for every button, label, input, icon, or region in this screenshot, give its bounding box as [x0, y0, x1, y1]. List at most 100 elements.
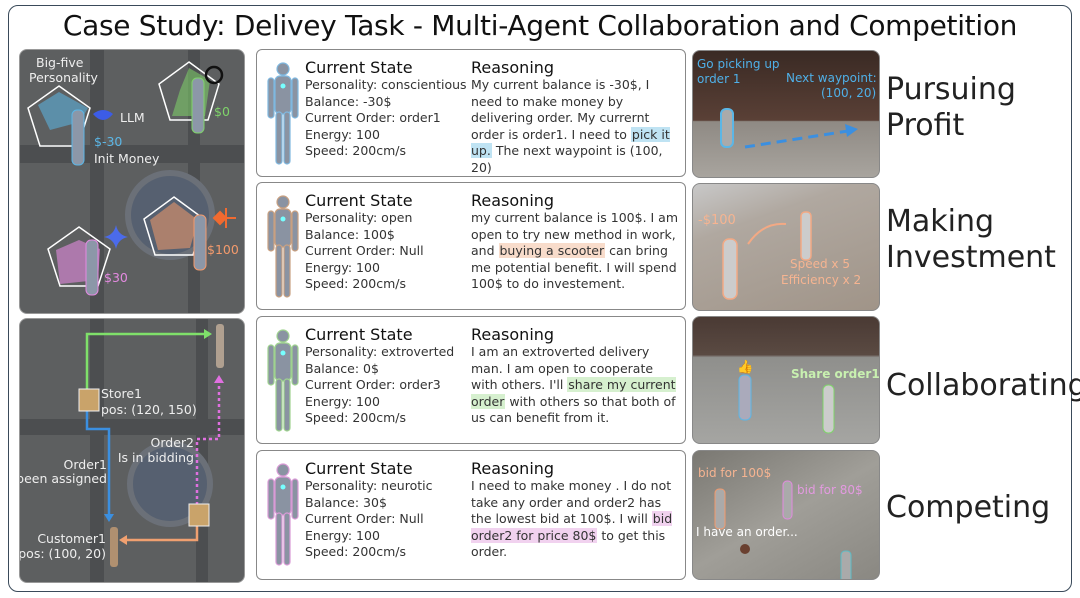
state-field: Speed: 200cm/s [305, 544, 407, 559]
scene-text: Speed x 5 [790, 257, 850, 271]
reasoning-highlight: buying a scooter [498, 243, 606, 258]
investment-figures [722, 211, 812, 300]
state-field: Energy: 100 [305, 527, 380, 543]
scene-text: Share order1? [791, 367, 880, 381]
init-money-label: Init Money [94, 151, 160, 166]
label-competing: Competing [886, 490, 1050, 526]
state-title: Current State [305, 58, 413, 77]
store-label: Store1 [101, 386, 142, 401]
order2-label: Order2 [151, 435, 194, 450]
scene-text: bid for 100$ [698, 466, 772, 480]
state-field: Speed: 200cm/s [305, 410, 407, 425]
gemini-logo-icon [104, 225, 128, 249]
route-map: Store1 pos: (120, 150) Order1 been assig… [20, 319, 244, 582]
route-order1 [85, 411, 111, 515]
state-field: Speed: 200cm/s [305, 276, 407, 291]
label-line: Profit [886, 108, 965, 143]
route-orange [126, 524, 199, 542]
deepseek-logo-icon [93, 110, 113, 120]
robot-agents [71, 77, 207, 296]
robot-agent-icon [267, 329, 299, 432]
openai-logo-icon [204, 65, 224, 85]
robot-agent-icon [267, 463, 299, 566]
state-field: Personality: open [305, 210, 413, 225]
state-field: Current Order: order1 [305, 110, 441, 125]
personality-label: Personality [29, 70, 99, 85]
money-d: $30 [104, 270, 128, 285]
state-title: Current State [305, 325, 413, 344]
scene-text: Go picking up [697, 57, 780, 71]
customer-pos: pos: (100, 20) [20, 546, 106, 561]
state-field: Balance: 30$ [305, 494, 387, 510]
order2-package-icon [188, 503, 210, 527]
reasoning-title: Reasoning [471, 325, 555, 344]
state-field: Current Order: Null [305, 511, 424, 526]
customer-figure [110, 527, 118, 567]
state-field: Energy: 100 [305, 126, 380, 142]
state-field: Personality: extroverted [305, 344, 455, 359]
reasoning-title: Reasoning [471, 459, 555, 478]
scene-text: Next waypoint: [786, 71, 877, 85]
reasoning-text: My current balance is -30$, I need to ma… [471, 77, 650, 142]
scene-competing: bid for 100$ bid for 80$ I have an order… [692, 450, 880, 580]
label-line: Collaborating [886, 368, 1080, 403]
robot-agent-icon [267, 62, 299, 165]
figure-title: Case Study: Delivey Task - Multi-Agent C… [62, 9, 1018, 42]
big-five-label: Big-five [36, 55, 84, 70]
agents-panel: Big-five Personality LLM $-30 Init Money… [19, 49, 245, 314]
collab-figures [738, 374, 835, 434]
state-field: Balance: 0$ [305, 360, 379, 376]
state-field: Balance: 100$ [305, 226, 395, 242]
route-map-panel: Store1 pos: (120, 150) Order1 been assig… [19, 318, 245, 583]
reasoning-text: The next waypoint is (100, 20) [471, 143, 663, 175]
state-title: Current State [305, 459, 413, 478]
route-green [85, 332, 205, 397]
state-field: Energy: 100 [305, 259, 380, 275]
label-line: Making [886, 204, 995, 239]
waypoint-arrow [720, 108, 858, 149]
reasoning-text: I need to make money . I do not take any… [471, 478, 672, 526]
order1-status: been assigned [20, 471, 107, 486]
order2-status: Is in bidding [118, 450, 194, 465]
llm-label: LLM [120, 110, 145, 125]
scene-text: I have an order... [696, 525, 798, 539]
scene-text: (100, 20) [821, 86, 877, 100]
scene-making-investment: -$100 Speed x 5 Efficiency x 2 [692, 183, 880, 311]
reasoning-text: I am an extroverted delivery man. I am o… [471, 344, 654, 392]
scene-text: bid for 80$ [797, 483, 863, 497]
route-order2 [195, 383, 221, 505]
money-b: $0 [214, 104, 230, 119]
state-field: Personality: conscientious [305, 77, 467, 92]
radar-chart-b [158, 61, 220, 121]
claude-logo-icon [212, 208, 236, 228]
state-field: Personality: neurotic [305, 478, 433, 493]
state-field: Balance: -30$ [305, 93, 392, 109]
scene-collaborating: 👍 Share order1? [692, 316, 880, 444]
state-field: Speed: 200cm/s [305, 143, 407, 158]
order1-label: Order1 [64, 457, 107, 472]
reasoning-text: can bring me potential benefit. I will s… [471, 243, 677, 291]
state-field: Current Order: order3 [305, 377, 441, 392]
thumbs-up-icon: 👍 [737, 360, 754, 375]
scene-text: order 1 [697, 72, 741, 86]
compete-figures [714, 480, 852, 579]
state-field: Current Order: Null [305, 243, 424, 258]
label-collaborating: Collaborating [886, 368, 1080, 404]
robot-agent-icon [267, 195, 299, 298]
state-field: Energy: 100 [305, 393, 380, 409]
courier-figure [216, 324, 224, 368]
scene-pursuing-profit: Go picking up order 1 Next waypoint: (10… [692, 50, 880, 178]
